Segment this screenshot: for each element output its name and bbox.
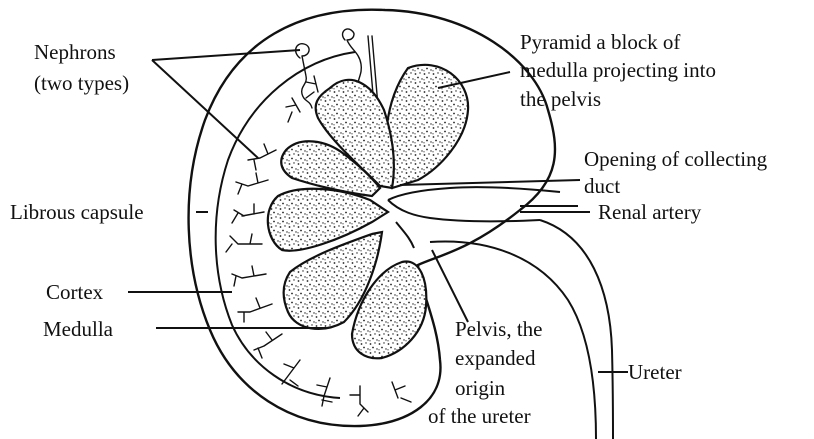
pelvis-leader xyxy=(432,250,468,322)
nephrons-leader-1 xyxy=(152,50,300,60)
label-opening-collecting-duct: Opening of collecting duct xyxy=(584,147,772,198)
label-ureter: Ureter xyxy=(628,360,682,384)
label-cortex: Cortex xyxy=(46,280,104,304)
nephrons-leader-2 xyxy=(152,60,258,158)
opening-leader xyxy=(400,180,580,185)
label-nephrons: Nephrons (two types) xyxy=(34,40,129,95)
label-pelvis: Pelvis, the expanded origin of the urete… xyxy=(428,317,548,428)
label-pyramid: Pyramid a block of medulla projecting in… xyxy=(520,30,721,111)
label-librous-capsule: Librous capsule xyxy=(10,200,144,224)
label-medulla: Medulla xyxy=(43,317,114,341)
label-renal-artery: Renal artery xyxy=(598,200,702,224)
ureter-tube-inner xyxy=(540,220,613,439)
